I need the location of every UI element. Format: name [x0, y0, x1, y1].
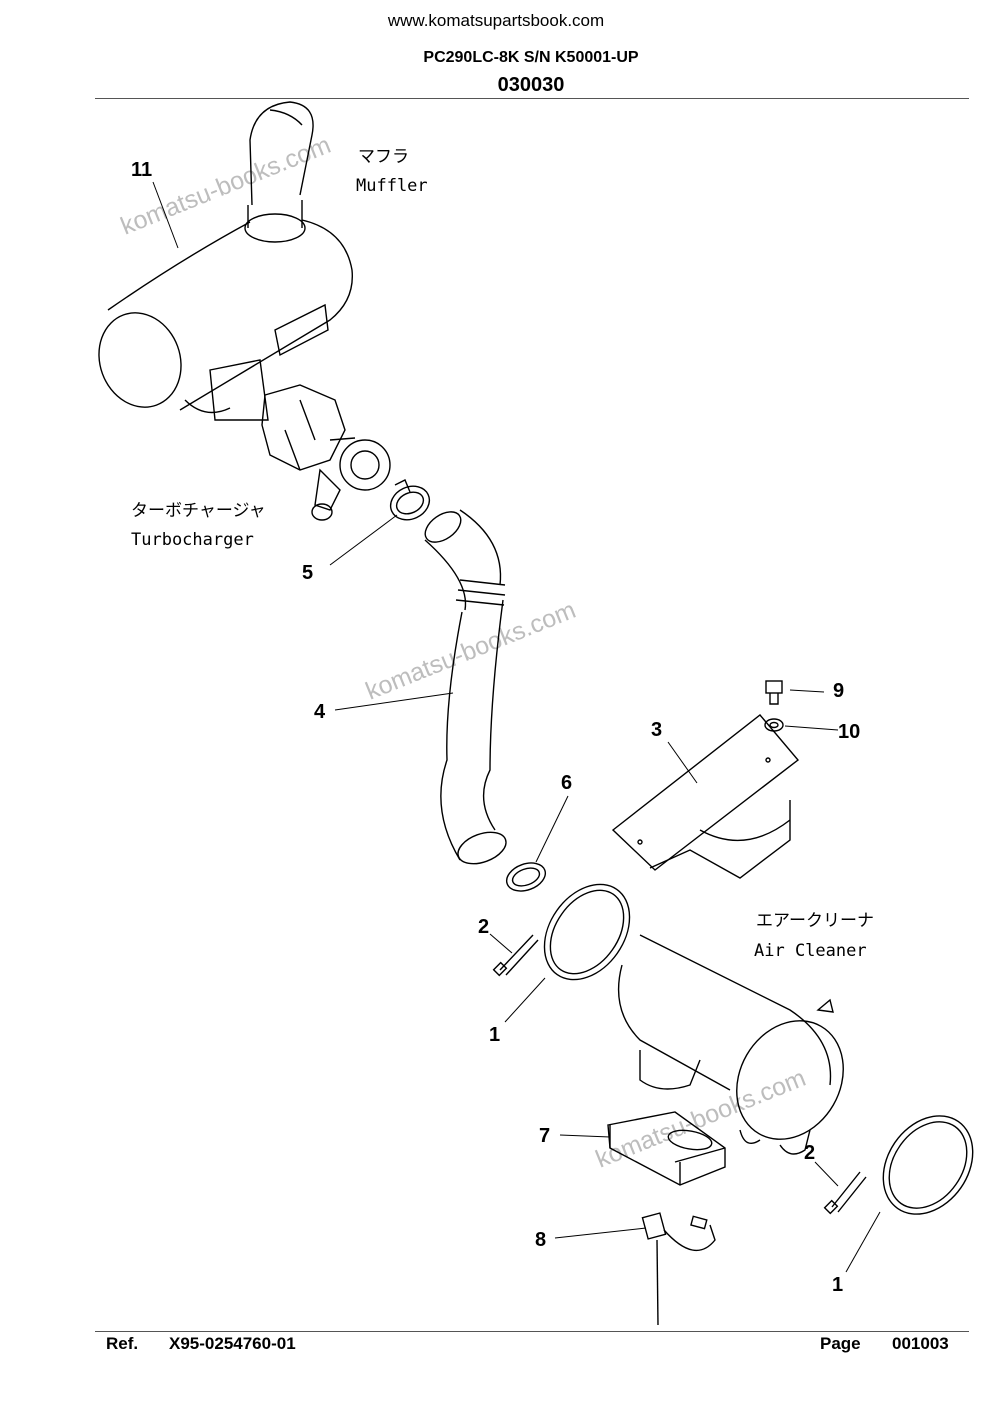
page-label: Page: [820, 1334, 861, 1353]
top-rule: [95, 98, 969, 99]
band-1-upper-drawing: [543, 883, 631, 981]
ref-label: Ref.: [106, 1334, 139, 1353]
callout-2-upper: 2: [478, 916, 489, 938]
callout-2-lower: 2: [804, 1142, 815, 1164]
clamp-5-drawing: [389, 479, 431, 521]
callout-10: 10: [838, 721, 860, 743]
callout-4: 4: [314, 701, 326, 723]
hose-4-drawing: [424, 509, 507, 865]
callout-3: 3: [651, 719, 662, 741]
callout-8: 8: [535, 1229, 546, 1251]
callout-11: 11: [131, 159, 152, 181]
figure-code: 030030: [497, 74, 565, 96]
washer-10-drawing: [764, 718, 784, 732]
clamp-6-drawing: [505, 862, 547, 892]
turbocharger-label-jp: ターボチャージャ: [131, 501, 266, 521]
air-cleaner-drawing: [617, 934, 844, 1155]
callout-1-lower: 1: [832, 1274, 843, 1296]
ref-value: X95-0254760-01: [169, 1334, 296, 1353]
watermark-3: komatsu-books.com: [592, 1064, 810, 1174]
page-value: 001003: [892, 1334, 949, 1353]
turbocharger-label-en: Turbocharger: [131, 530, 254, 550]
site-url: www.komatsupartsbook.com: [387, 11, 605, 30]
sensor-8-drawing: [641, 1212, 716, 1326]
bolt-2-lower-drawing: [823, 1171, 867, 1215]
callout-7: 7: [539, 1125, 550, 1147]
callout-5: 5: [302, 562, 313, 584]
bracket-3-drawing: [611, 714, 800, 879]
watermark-2: komatsu-books.com: [362, 596, 580, 706]
callout-9: 9: [833, 680, 844, 702]
bottom-rule: [95, 1331, 969, 1332]
turbocharger-drawing: [261, 384, 391, 521]
muffler-label-jp: マフラ: [358, 147, 409, 167]
block-7-drawing: [607, 1111, 726, 1186]
muffler-label-en: Muffler: [356, 176, 428, 196]
leader-lines: [152, 181, 881, 1273]
band-1-lower-drawing: [882, 1115, 974, 1215]
bolt-2-upper-drawing: [492, 934, 539, 977]
callout-6: 6: [561, 772, 572, 794]
air-cleaner-label-jp: エアークリーナ: [756, 911, 874, 931]
muffler-drawing: [98, 101, 354, 421]
callout-1-upper: 1: [489, 1024, 500, 1046]
air-cleaner-label-en: Air Cleaner: [754, 941, 867, 961]
model-title: PC290LC-8K S/N K50001-UP: [423, 49, 639, 66]
bolt-9-drawing: [765, 680, 783, 705]
